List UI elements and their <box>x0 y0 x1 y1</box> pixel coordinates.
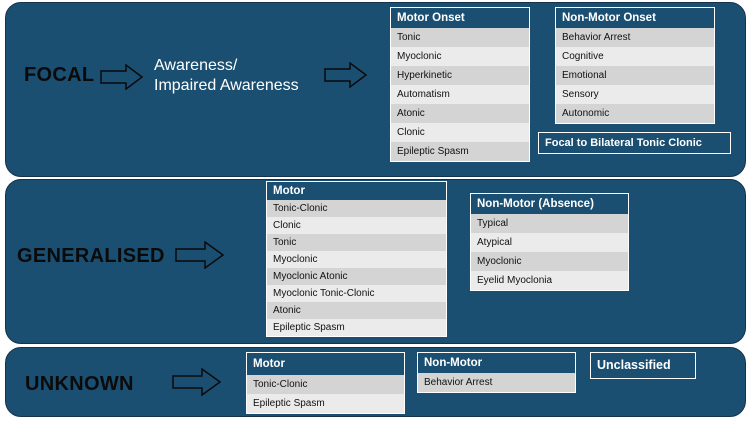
table-row: Sensory <box>556 85 714 104</box>
table-row: Autonomic <box>556 104 714 123</box>
generalised-title: GENERALISED <box>17 245 165 267</box>
awareness-line-1: Awareness/ <box>154 57 238 74</box>
right-arrow-outline-icon <box>100 64 144 90</box>
table-header: Motor Onset <box>397 12 465 24</box>
table-row: Myoclonic <box>471 252 628 271</box>
table-header: Non-Motor (Absence) <box>477 198 594 210</box>
focal-title: FOCAL <box>24 64 95 86</box>
table-row: Behavior Arrest <box>556 28 714 47</box>
right-arrow-outline-icon <box>172 368 222 396</box>
table-row: Typical <box>471 214 628 233</box>
table-row: Tonic <box>267 234 446 251</box>
table-row: Eyelid Myoclonia <box>471 271 628 290</box>
table-header: Non-Motor <box>424 357 483 369</box>
focal-to-bilateral-box: Focal to Bilateral Tonic Clonic <box>538 132 731 154</box>
table-row: Myoclonic Tonic-Clonic <box>267 285 446 302</box>
table-row: Atonic <box>391 104 529 123</box>
table-row: Tonic-Clonic <box>267 200 446 217</box>
focal-motor-onset-table: Motor Onset Tonic Myoclonic Hyperkinetic… <box>390 7 530 162</box>
unknown-motor-table: Motor Tonic-Clonic Epileptic Spasm <box>246 352 405 414</box>
table-row: Automatism <box>391 85 529 104</box>
table-row: Clonic <box>267 217 446 234</box>
table-row: Epileptic Spasm <box>247 394 404 413</box>
table-header: Motor <box>273 185 305 197</box>
right-arrow-outline-icon <box>324 62 368 88</box>
right-arrow-outline-icon <box>175 241 225 269</box>
awareness-line-2: Impaired Awareness <box>154 77 299 94</box>
table-row: Tonic-Clonic <box>247 375 404 394</box>
focal-non-motor-onset-table: Non-Motor Onset Behavior Arrest Cognitiv… <box>555 7 715 124</box>
table-row: Atonic <box>267 302 446 319</box>
table-row: Emotional <box>556 66 714 85</box>
unknown-title: UNKNOWN <box>25 373 134 395</box>
unclassified-box: Unclassified <box>590 352 696 379</box>
table-row: Atypical <box>471 233 628 252</box>
table-row: Hyperkinetic <box>391 66 529 85</box>
table-row: Myoclonic <box>267 251 446 268</box>
generalised-motor-table: Motor Tonic-Clonic Clonic Tonic Myocloni… <box>266 181 447 337</box>
unknown-non-motor-table: Non-Motor Behavior Arrest <box>417 352 576 393</box>
table-row: Behavior Arrest <box>418 373 575 392</box>
generalised-non-motor-table: Non-Motor (Absence) Typical Atypical Myo… <box>470 193 629 291</box>
table-row: Clonic <box>391 123 529 142</box>
table-row: Epileptic Spasm <box>267 319 446 336</box>
table-row: Myoclonic Atonic <box>267 268 446 285</box>
table-row: Myoclonic <box>391 47 529 66</box>
table-row: Epileptic Spasm <box>391 142 529 161</box>
table-row: Tonic <box>391 28 529 47</box>
table-header: Non-Motor Onset <box>562 12 656 24</box>
awareness-label: Awareness/ Impaired Awareness <box>154 56 299 96</box>
table-row: Cognitive <box>556 47 714 66</box>
table-header: Motor <box>253 358 285 370</box>
